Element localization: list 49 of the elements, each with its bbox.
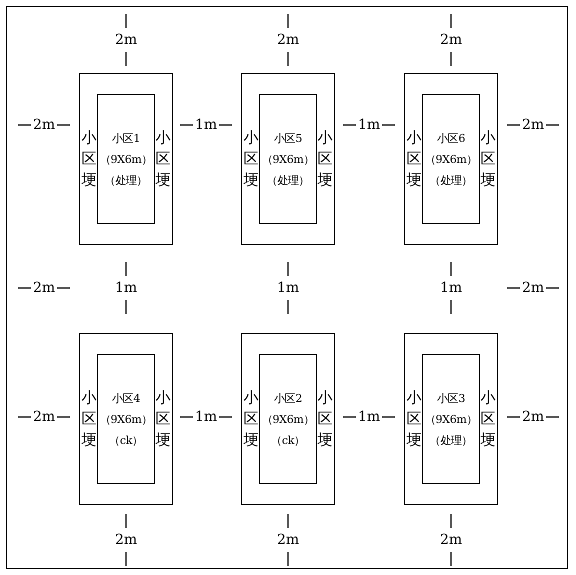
ridge-label: 小区埂 (81, 128, 97, 190)
dimension-label: 1m (277, 280, 300, 296)
dimension-label: 2m (440, 532, 462, 548)
ridge-label: 小区埂 (480, 128, 496, 190)
plot-area (97, 94, 155, 224)
plot-area (259, 94, 317, 224)
plot-border-ridge (404, 73, 498, 245)
ridge-label: 小区埂 (243, 128, 259, 190)
ridge-label: 小区埂 (480, 388, 496, 450)
ridge-label: 小区埂 (81, 388, 97, 450)
dimension-label: 2m (33, 280, 56, 296)
dimension-label: 2m (115, 532, 138, 548)
dimension-label: 2m (33, 409, 56, 425)
ridge-label: 小区埂 (155, 128, 171, 190)
plot-border-ridge (79, 73, 173, 245)
plot-label: 小区3（9X6m）（处理） (424, 390, 478, 448)
dimension-label: 2m (33, 117, 56, 133)
dimension-label: 2m (277, 32, 300, 48)
plot-area (259, 354, 317, 484)
plot-border-ridge (241, 73, 335, 245)
ridge-label: 小区埂 (243, 388, 259, 450)
dimension-label: 1m (195, 117, 218, 133)
ridge-label: 小区埂 (406, 388, 422, 450)
plot-label: 小区5（9X6m）（处理） (261, 130, 315, 188)
plot-border-ridge (404, 333, 498, 505)
plot-area (97, 354, 155, 484)
plot-label: 小区1（9X6m）（处理） (99, 130, 153, 188)
plot-area (422, 94, 480, 224)
ridge-label: 小区埂 (317, 388, 333, 450)
dimension-label: 2m (522, 409, 544, 425)
ridge-label: 小区埂 (406, 128, 422, 190)
plot-border-ridge (79, 333, 173, 505)
dimension-label: 2m (440, 32, 462, 48)
plot-label: 小区4（9X6m）（ck） (99, 390, 153, 448)
ridge-label: 小区埂 (317, 128, 333, 190)
dimension-label: 1m (358, 117, 380, 133)
dimension-label: 1m (440, 280, 462, 296)
dimension-label: 2m (115, 32, 138, 48)
dimension-label: 2m (522, 280, 544, 296)
dimension-label: 1m (195, 409, 218, 425)
plot-label: 小区2（9X6m）（ck） (261, 390, 315, 448)
dimension-label: 1m (115, 280, 138, 296)
plot-area (422, 354, 480, 484)
plot-border-ridge (241, 333, 335, 505)
dimension-label: 2m (522, 117, 544, 133)
plot-label: 小区6（9X6m）（处理） (424, 130, 478, 188)
ridge-label: 小区埂 (155, 388, 171, 450)
dimension-label: 1m (358, 409, 380, 425)
dimension-label: 2m (277, 532, 300, 548)
